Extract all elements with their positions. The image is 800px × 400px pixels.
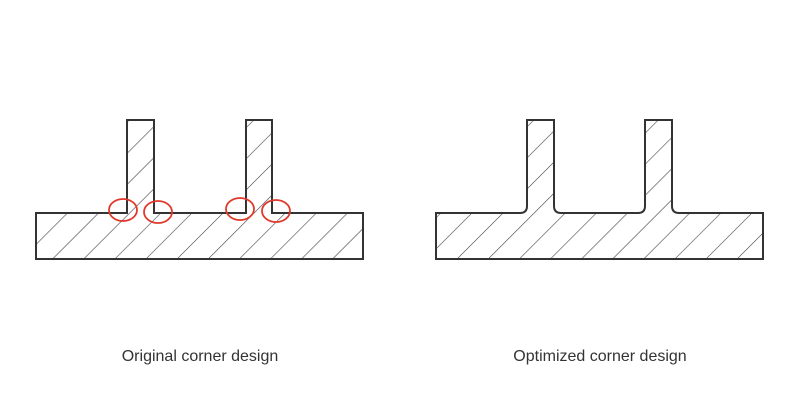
optimized-part [435,119,764,260]
sharp-corner-marker [108,198,138,222]
caption-original: Original corner design [121,348,279,365]
original-part-outline [35,119,364,260]
sharp-corner-marker [143,200,173,224]
sharp-corner-marker [225,197,255,221]
caption-optimized: Optimized corner design [513,348,687,365]
optimized-part-outline [435,119,764,260]
original-part [35,119,364,260]
sharp-corner-marker [261,199,291,223]
